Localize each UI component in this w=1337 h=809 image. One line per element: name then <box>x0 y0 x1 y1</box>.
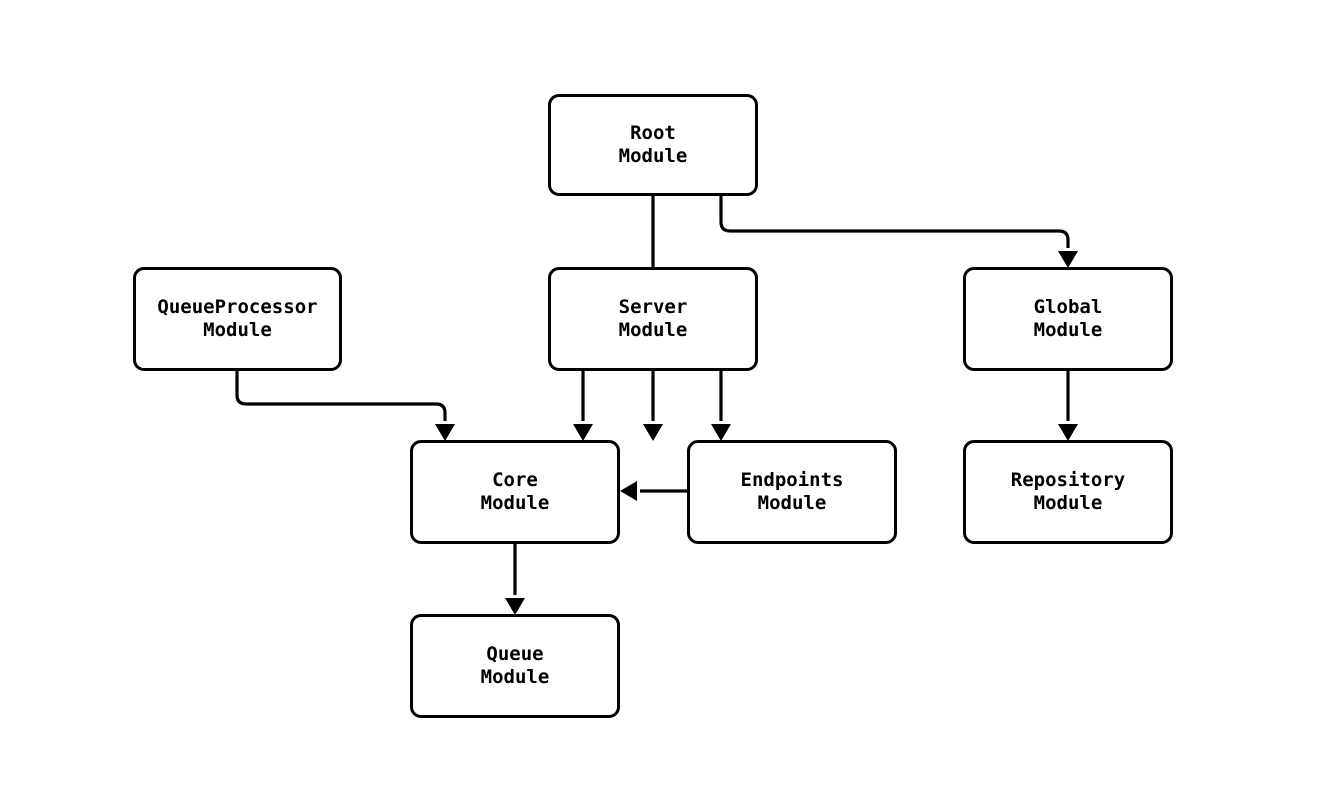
node-queueprocessor[interactable]: QueueProcessor Module <box>133 267 342 371</box>
node-endpoints-line1: Endpoints <box>740 469 844 491</box>
node-repository[interactable]: Repository Module <box>963 440 1173 544</box>
node-endpoints-line2: Module <box>757 492 827 514</box>
edge-queueprocessor-to-core <box>235 371 447 421</box>
edge-root-to-global <box>719 196 1070 248</box>
arrowhead-endpoints-to-core <box>620 481 637 501</box>
node-queueprocessor-line1: QueueProcessor <box>157 296 318 318</box>
node-root-line1: Root <box>630 122 676 144</box>
node-root-line2: Module <box>618 145 688 167</box>
node-global[interactable]: Global Module <box>963 267 1173 371</box>
node-queue-line1: Queue <box>486 643 544 665</box>
node-queue[interactable]: Queue Module <box>410 614 620 718</box>
node-server[interactable]: Server Module <box>548 267 758 371</box>
arrowhead-queueprocessor-to-core <box>435 424 455 441</box>
arrowhead-root-to-server <box>643 424 663 441</box>
arrowhead-root-to-global <box>1058 251 1078 268</box>
node-root[interactable]: Root Module <box>548 94 758 196</box>
node-core[interactable]: Core Module <box>410 440 620 544</box>
node-global-line1: Global <box>1033 296 1103 318</box>
node-repository-line2: Module <box>1033 492 1103 514</box>
node-queue-line2: Module <box>480 666 550 688</box>
node-core-line2: Module <box>480 492 550 514</box>
node-server-line1: Server <box>618 296 688 318</box>
arrowhead-server-to-core <box>573 424 593 441</box>
node-global-line2: Module <box>1033 319 1103 341</box>
node-queueprocessor-line2: Module <box>203 319 272 341</box>
node-endpoints[interactable]: Endpoints Module <box>687 440 897 544</box>
node-core-line1: Core <box>492 469 538 491</box>
arrowhead-server-to-endpoints <box>711 424 731 441</box>
arrowhead-global-to-repository <box>1058 424 1078 441</box>
node-repository-line1: Repository <box>1010 469 1126 491</box>
arrowhead-core-to-queue <box>505 598 525 615</box>
node-server-line2: Module <box>618 319 688 341</box>
